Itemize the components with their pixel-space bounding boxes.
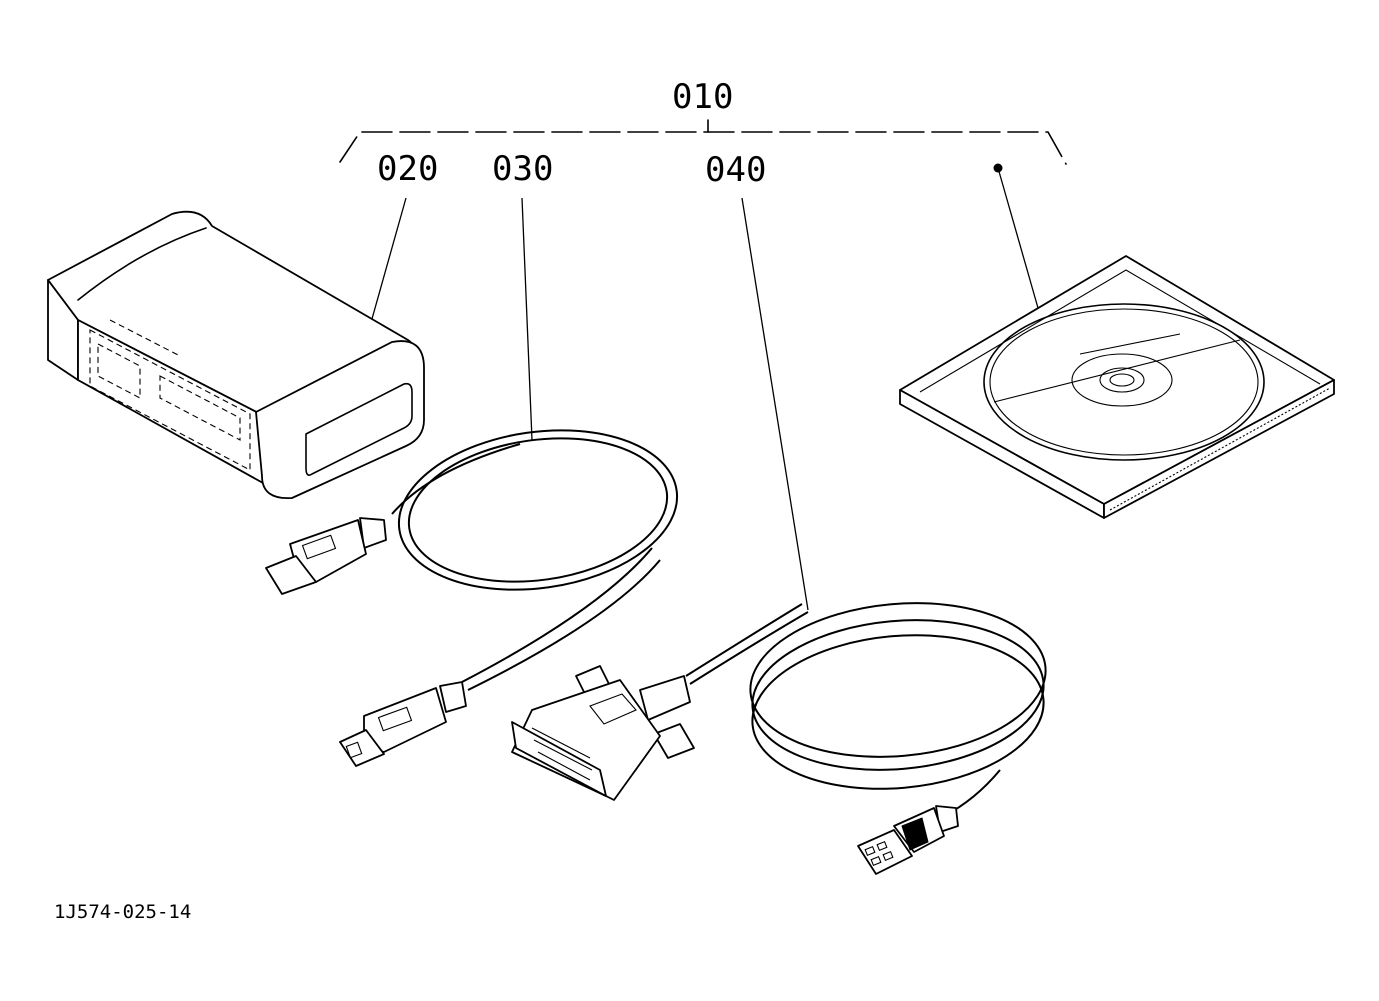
leader-cd xyxy=(997,167,1039,309)
leader-020 xyxy=(369,197,407,327)
interface-unit xyxy=(47,210,425,499)
leader-040 xyxy=(741,197,809,611)
figure-reference: 1J574-025-14 xyxy=(54,901,191,923)
kit-bracket: 010 xyxy=(339,77,1067,165)
db25-connector xyxy=(511,665,695,801)
callout-020: 020 xyxy=(377,149,438,189)
usb-a-plug xyxy=(265,517,387,595)
usb-cable xyxy=(265,429,679,767)
cd-in-case xyxy=(899,255,1335,519)
callout-040: 040 xyxy=(705,150,766,190)
callout-030: 030 xyxy=(492,149,553,189)
serial-cable xyxy=(511,602,1047,875)
callout-010: 010 xyxy=(672,77,733,117)
usb-b-plug xyxy=(339,681,467,767)
leader-030 xyxy=(521,197,533,441)
six-pin-connector xyxy=(857,805,959,875)
